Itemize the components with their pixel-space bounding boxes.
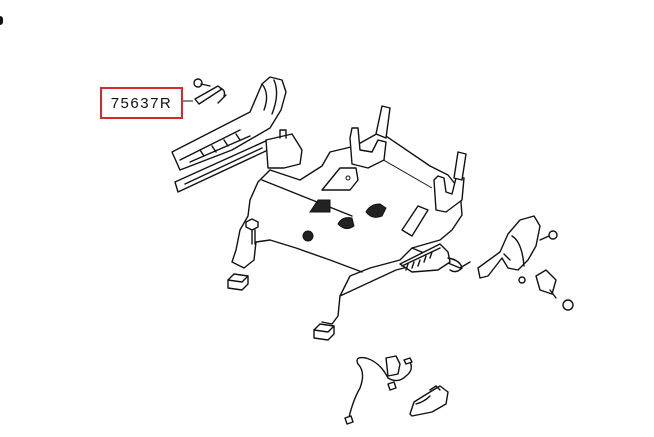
bolt-top-left xyxy=(193,78,211,88)
bolt-left xyxy=(245,218,259,245)
pad-left xyxy=(227,273,249,291)
seat-side-cover-left xyxy=(171,76,303,193)
seat-side-cover-right xyxy=(477,215,541,279)
edge-artifact xyxy=(0,16,3,25)
seat-rail-right xyxy=(399,243,463,273)
knob-assembly xyxy=(518,269,574,311)
seat-switch-harness xyxy=(344,355,413,425)
center-brackets xyxy=(302,105,467,242)
pad-center xyxy=(313,323,335,341)
seat-switch-cover xyxy=(409,385,449,417)
callout-label: 75637R xyxy=(110,94,173,112)
bolt-right-cover xyxy=(539,230,558,241)
callout-box-highlighted[interactable]: 75637R xyxy=(100,87,183,119)
lever-part-75637r[interactable] xyxy=(194,85,227,105)
